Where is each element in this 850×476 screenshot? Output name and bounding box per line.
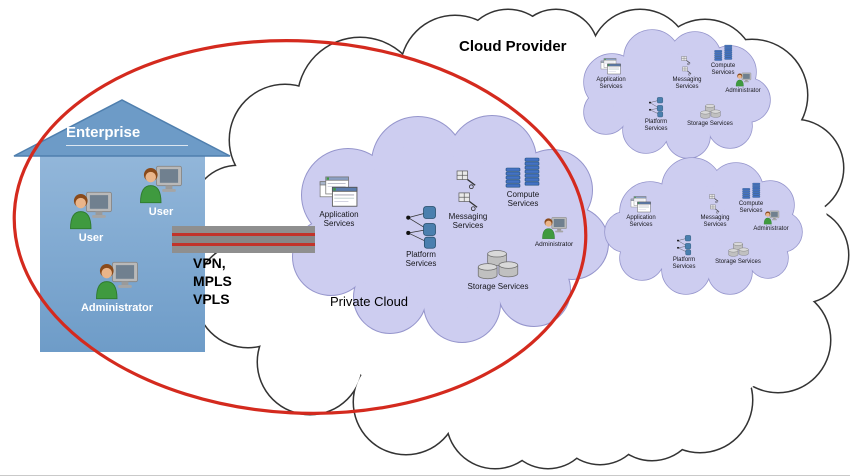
storage-services-icon	[727, 242, 750, 258]
administrator-workstation-icon	[94, 260, 140, 301]
service-label: Storage Services	[715, 259, 761, 265]
storage-services-icon	[476, 250, 520, 282]
mini2-messaging-services: Messaging Services	[692, 194, 738, 228]
platform-services-icon	[676, 234, 692, 256]
red-boundary-ellipse	[12, 39, 588, 415]
private-platform-services: Platform Services	[392, 204, 450, 269]
application-services-icon	[600, 58, 622, 76]
service-label: Application Services	[596, 77, 626, 90]
service-label: Compute Services	[710, 63, 736, 76]
mini1-administrator: Administrator	[723, 72, 763, 95]
connection-label: VPN, MPLS VPLS	[193, 254, 232, 308]
service-label: Compute Services	[738, 201, 764, 214]
service-label: Messaging Services	[672, 77, 702, 90]
enterprise-roof	[13, 99, 231, 157]
service-label: Administrator	[753, 226, 789, 232]
messaging-services-icon	[709, 194, 721, 214]
service-label: Compute Services	[506, 190, 540, 208]
mini1-compute-services: Compute Services	[700, 44, 746, 76]
application-services-icon	[630, 196, 652, 214]
service-label: Storage Services	[687, 121, 733, 127]
enterprise-user-top: User	[130, 164, 192, 218]
platform-services-icon	[648, 96, 664, 118]
service-label: Messaging Services	[700, 215, 730, 228]
application-services-icon	[319, 176, 359, 210]
mini2-compute-services: Compute Services	[728, 182, 774, 214]
service-label: Storage Services	[467, 282, 529, 291]
private-storage-services: Storage Services	[467, 250, 529, 292]
compute-services-icon	[505, 156, 541, 190]
enterprise-title: Enterprise	[66, 124, 188, 146]
service-label: Administrator	[725, 88, 761, 94]
enterprise-user-left: User	[60, 190, 122, 244]
connection-line3: VPLS	[193, 291, 230, 307]
cloud-provider-title: Cloud Provider	[459, 38, 567, 55]
mini1-platform-services: Platform Services	[633, 96, 679, 132]
service-label: Messaging Services	[448, 212, 488, 230]
mini2-storage-services: Storage Services	[715, 242, 761, 266]
private-messaging-services: Messaging Services	[437, 170, 499, 231]
private-administrator: Administrator	[527, 216, 581, 248]
enterprise-administrator: Administrator	[70, 260, 164, 314]
mini-cloud-2-shape	[604, 157, 803, 295]
administrator-icon	[763, 210, 780, 225]
mini2-application-services: Application Services	[618, 196, 664, 228]
user-workstation-icon	[138, 164, 184, 205]
private-application-services: Application Services	[306, 176, 372, 229]
service-label: Application Services	[319, 210, 359, 228]
mini1-application-services: Application Services	[588, 58, 634, 90]
service-label: Platform Services	[405, 250, 437, 268]
administrator-icon	[735, 72, 752, 87]
connection-line1: VPN,	[193, 255, 226, 271]
messaging-services-icon	[456, 170, 481, 212]
user-workstation-icon	[68, 190, 114, 231]
administrator-icon	[541, 216, 568, 240]
messaging-services-icon	[681, 56, 693, 76]
service-label: Application Services	[626, 215, 656, 228]
user-label: User	[78, 232, 104, 244]
storage-services-icon	[699, 104, 722, 120]
mini2-platform-services: Platform Services	[661, 234, 707, 270]
compute-services-icon	[714, 44, 733, 62]
connection-line2: MPLS	[193, 273, 232, 289]
service-label: Platform Services	[672, 257, 696, 270]
mini2-administrator: Administrator	[751, 210, 791, 233]
compute-services-icon	[742, 182, 761, 200]
private-cloud-label: Private Cloud	[330, 294, 409, 309]
service-label: Administrator	[534, 241, 574, 248]
network-cables	[172, 226, 315, 253]
private-compute-services: Compute Services	[491, 156, 555, 209]
mini1-messaging-services: Messaging Services	[664, 56, 710, 90]
service-label: Platform Services	[644, 119, 668, 132]
platform-services-icon	[404, 204, 438, 250]
mini1-storage-services: Storage Services	[687, 104, 733, 128]
administrator-label: Administrator	[80, 302, 154, 314]
user-label: User	[148, 206, 174, 218]
